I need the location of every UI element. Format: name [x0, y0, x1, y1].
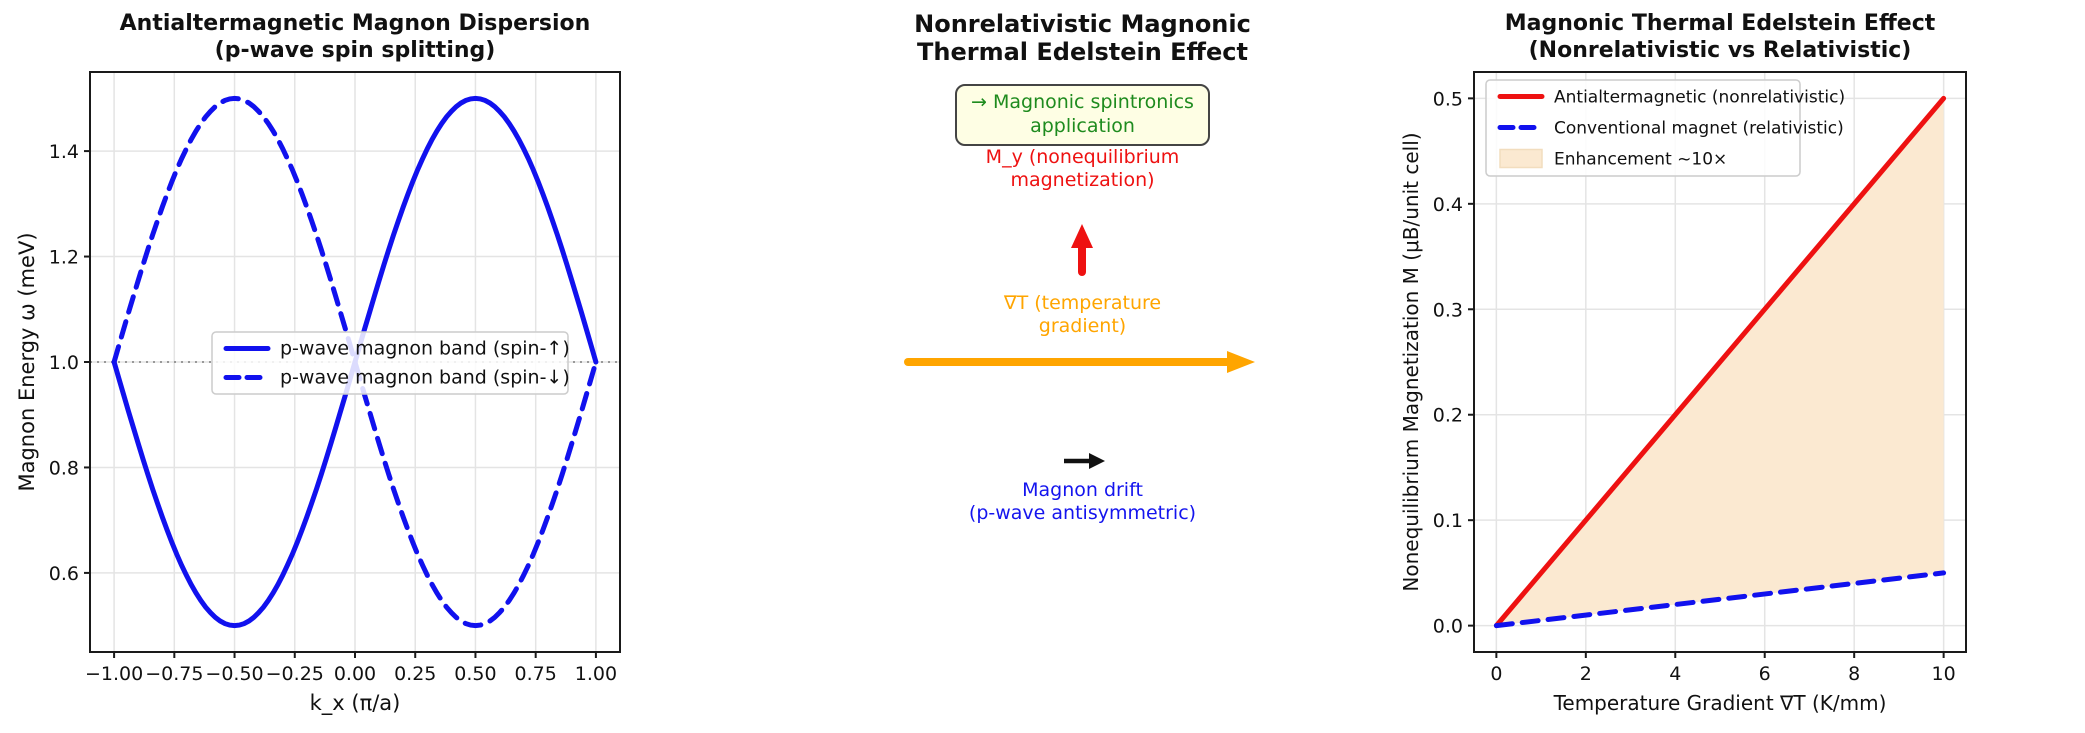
legend-box	[1485, 79, 1801, 177]
x-tick-label: 0.00	[334, 663, 376, 685]
legend-box	[211, 331, 569, 395]
temperature-gradient-label: ∇T (temperature gradient)	[1003, 292, 1162, 338]
y-tick-label: 0.0	[1433, 616, 1463, 638]
panel-edelstein-diagram: Nonrelativistic Magnonic Thermal Edelste…	[695, 0, 1390, 733]
x-tick-label: 6	[1759, 663, 1771, 685]
legend-label: Enhancement ~10×	[1554, 150, 1727, 170]
axes-box	[1473, 71, 1967, 653]
x-tick-label: 0.25	[394, 663, 436, 685]
x-tick-label: 1.00	[575, 663, 617, 685]
x-tick-label: 10	[1932, 663, 1956, 685]
temperature-gradient-arrow-head	[1227, 351, 1255, 373]
y-tick-label: 0.6	[49, 563, 79, 585]
chart-title-line2: (Nonrelativistic vs Relativistic)	[1529, 38, 1912, 63]
y-tick-label: 0.5	[1433, 88, 1463, 110]
x-tick-label: 8	[1848, 663, 1860, 685]
diagram-title: Nonrelativistic Magnonic Thermal Edelste…	[914, 10, 1251, 67]
y-tick-label: 1.2	[49, 247, 79, 269]
legend-label: p-wave magnon band (spin-↑)	[280, 338, 570, 360]
x-tick-label: −0.25	[266, 663, 324, 685]
application-callout-box: → Magnonic spintronics application	[955, 84, 1210, 146]
chart-title-line1: Magnonic Thermal Edelstein Effect	[1505, 11, 1936, 36]
legend-label: Conventional magnet (relativistic)	[1554, 119, 1844, 139]
y-tick-label: 0.2	[1433, 405, 1463, 427]
y-tick-label: 1.4	[49, 141, 79, 163]
y-tick-label: 0.4	[1433, 194, 1463, 216]
x-tick-label: −1.00	[85, 663, 143, 685]
magnon-drift-label: Magnon drift (p-wave antisymmetric)	[968, 479, 1197, 525]
chart-title-line2: (p-wave spin splitting)	[215, 38, 496, 63]
series-line-1	[1493, 570, 1947, 629]
y-tick-label: 0.3	[1433, 299, 1463, 321]
legend-label: p-wave magnon band (spin-↓)	[280, 367, 570, 389]
x-tick-label: 2	[1580, 663, 1592, 685]
y-tick-label: 1.0	[49, 352, 79, 374]
y-tick-label: 0.8	[49, 457, 79, 479]
magnon-drift-arrow-head	[1089, 453, 1105, 469]
x-axis-label: Temperature Gradient ∇T (K/mm)	[1553, 691, 1887, 715]
series-line-0	[1493, 95, 1947, 629]
legend-sample-patch	[1499, 148, 1543, 169]
magnetization-arrow-head	[1071, 224, 1093, 248]
x-tick-label: 0.75	[515, 663, 557, 685]
x-tick-label: −0.50	[205, 663, 263, 685]
y-axis-label: Nonequilibrium Magnetization M (μB/unit …	[1399, 132, 1423, 591]
magnetization-label: M_y (nonequilibrium magnetization)	[985, 146, 1180, 192]
y-tick-label: 0.1	[1433, 510, 1463, 532]
legend-label: Antialtermagnetic (nonrelativistic)	[1554, 88, 1845, 108]
x-tick-label: 0.50	[454, 663, 496, 685]
x-axis-label: k_x (π/a)	[310, 691, 401, 716]
x-tick-label: 4	[1669, 663, 1681, 685]
chart-title-line1: Antialtermagnetic Magnon Dispersion	[120, 11, 591, 36]
application-callout-wrap: → Magnonic spintronics application	[775, 84, 1390, 146]
diagram-arrows	[904, 224, 1255, 469]
y-axis-label: Magnon Energy ω (meV)	[15, 232, 39, 491]
x-tick-label: −0.75	[145, 663, 203, 685]
x-tick-label: 0	[1490, 663, 1502, 685]
